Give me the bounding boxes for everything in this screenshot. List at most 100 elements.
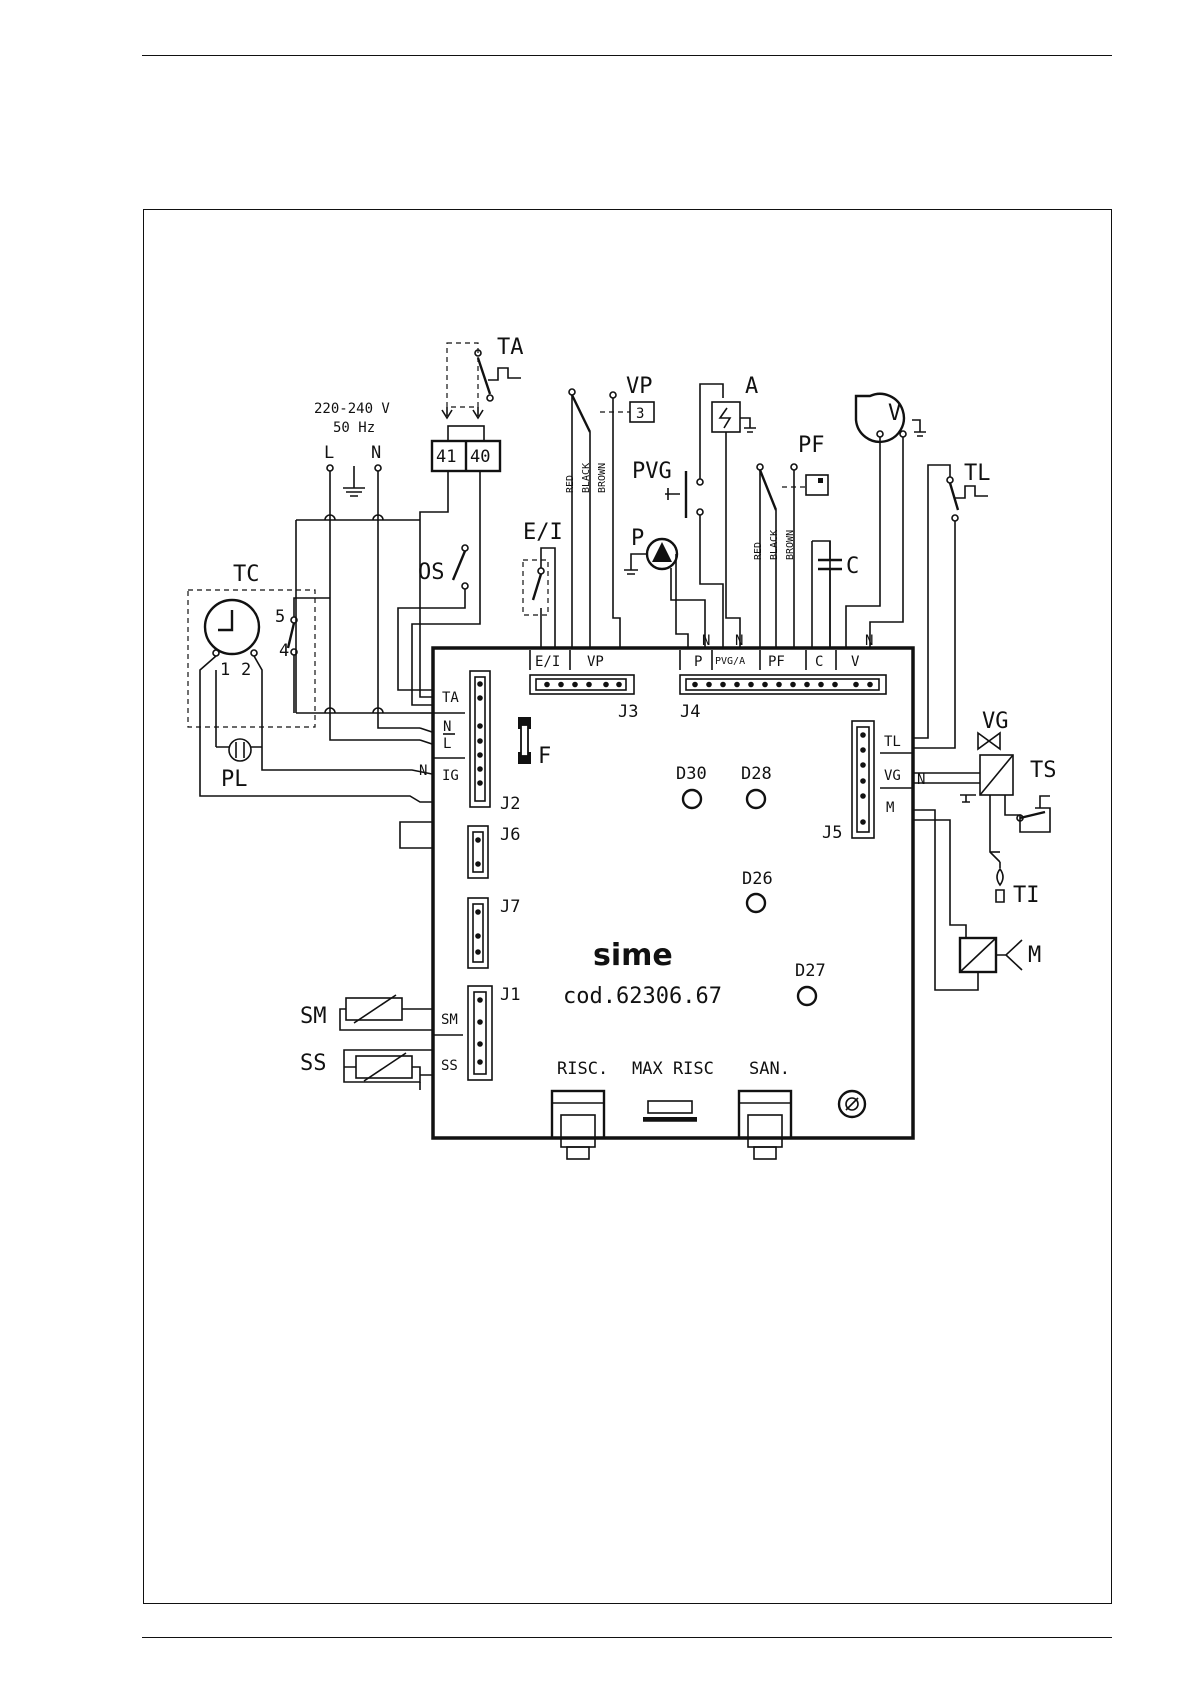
- led-label-d27: D27: [795, 961, 826, 981]
- led-label-d26: D26: [742, 869, 773, 889]
- header-m: M: [886, 800, 894, 816]
- connector-j5: [852, 721, 874, 838]
- label-ta: TA: [497, 335, 524, 360]
- adjust-trimmer[interactable]: [839, 1091, 865, 1117]
- header-sm: SM: [441, 1012, 458, 1028]
- connector-j6: [468, 826, 488, 878]
- label-risc: RISC.: [557, 1059, 608, 1079]
- label-c: C: [846, 554, 859, 579]
- risc-potentiometer[interactable]: [552, 1091, 604, 1159]
- supply-n: N: [371, 443, 381, 463]
- connector-label-j2: J2: [500, 794, 520, 814]
- header-p: P: [694, 654, 702, 670]
- supply-frequency: 50 Hz: [333, 420, 375, 436]
- pump-icon: [647, 539, 677, 569]
- label-tl: TL: [964, 461, 991, 486]
- terminal-41: 41: [436, 447, 456, 467]
- modulator-icon: [960, 938, 996, 972]
- header-ss: SS: [441, 1058, 458, 1074]
- header-ei: E/I: [535, 654, 560, 670]
- connector-label-j7: J7: [500, 897, 520, 917]
- clock-icon: [205, 600, 259, 654]
- label-ts: TS: [1030, 758, 1057, 783]
- terminal-40: 40: [470, 447, 490, 467]
- label-ss: SS: [300, 1051, 327, 1076]
- label-n-vg: N: [917, 772, 925, 788]
- connector-label-j4: J4: [680, 702, 700, 722]
- header-n-left: N: [443, 719, 451, 735]
- label-vg: VG: [982, 709, 1009, 734]
- gas-valve-icon: [978, 733, 1013, 795]
- earth-icon: [343, 466, 365, 496]
- flow-switch-icon: [806, 475, 828, 495]
- vp-wire-red: RED: [565, 475, 576, 493]
- label-a: A: [745, 374, 758, 399]
- label-tc: TC: [233, 562, 260, 587]
- vp-wire-brown: BROWN: [597, 463, 608, 493]
- header-vg: VG: [884, 768, 901, 784]
- connector-j7: [468, 898, 488, 968]
- label-max-risc: MAX RISC: [632, 1059, 714, 1079]
- label-p: P: [631, 526, 644, 551]
- label-ti: TI: [1013, 883, 1040, 908]
- vp-motor-label: 3: [636, 406, 644, 422]
- connector-label-j6: J6: [500, 825, 520, 845]
- label-pf: PF: [798, 433, 825, 458]
- header-l-left: L: [443, 736, 451, 752]
- igniter-icon: [712, 402, 740, 432]
- led-d26: [747, 894, 765, 912]
- label-n-fan: N: [865, 633, 873, 649]
- label-pl: PL: [221, 767, 248, 792]
- header-ta: TA: [442, 690, 459, 706]
- brand-logo: sime: [593, 938, 673, 973]
- connector-j4: [680, 675, 886, 694]
- sensor-sm-icon: [346, 995, 402, 1023]
- max-risc-trimmer[interactable]: [643, 1101, 697, 1121]
- pf-wire-brown: BROWN: [785, 530, 796, 560]
- supply-l: L: [324, 443, 334, 463]
- label-pvg: PVG: [632, 459, 672, 484]
- fuse: [518, 717, 531, 764]
- label-sm: SM: [300, 1004, 327, 1029]
- header-pvga: PVG/A: [715, 656, 745, 667]
- led-d27: [798, 987, 816, 1005]
- label-n-ig: N: [419, 763, 427, 779]
- header-ig: IG: [442, 768, 459, 784]
- label-san: SAN.: [749, 1059, 790, 1079]
- label-m: M: [1028, 943, 1041, 968]
- led-d28: [747, 790, 765, 808]
- supply-voltage: 220-240 V: [314, 401, 390, 417]
- label-vp: VP: [626, 374, 653, 399]
- header-tl: TL: [884, 734, 901, 750]
- led-d30: [683, 790, 701, 808]
- header-vp: VP: [587, 654, 604, 670]
- tc-terminal-5: 5: [275, 607, 285, 627]
- led-label-d30: D30: [676, 764, 707, 784]
- board-code: cod.62306.67: [563, 984, 722, 1009]
- connector-label-j5: J5: [822, 823, 842, 843]
- label-ei: E/I: [523, 520, 563, 545]
- san-potentiometer[interactable]: [739, 1091, 791, 1159]
- tc-terminal-1: 1: [220, 660, 230, 680]
- tc-terminal-4: 4: [279, 641, 289, 661]
- pf-wire-black: BLACK: [769, 530, 780, 560]
- tc-terminal-2: 2: [241, 660, 251, 680]
- label-f: F: [538, 744, 551, 769]
- connector-j1: [468, 986, 492, 1080]
- label-n-pump: N: [702, 633, 710, 649]
- label-os: OS: [418, 560, 445, 585]
- header-v: V: [851, 654, 860, 670]
- header-c: C: [815, 654, 823, 670]
- pilot-lamp-icon: [229, 739, 251, 761]
- sensor-ss-icon: [356, 1053, 412, 1081]
- led-label-d28: D28: [741, 764, 772, 784]
- vp-wire-black: BLACK: [581, 463, 592, 493]
- connector-j2: [470, 671, 490, 807]
- flame-icon: [996, 869, 1004, 902]
- connector-j3: [530, 675, 634, 694]
- connector-label-j3: J3: [618, 702, 638, 722]
- header-pf: PF: [768, 654, 785, 670]
- connector-label-j1: J1: [500, 985, 520, 1005]
- pf-wire-red: RED: [753, 542, 764, 560]
